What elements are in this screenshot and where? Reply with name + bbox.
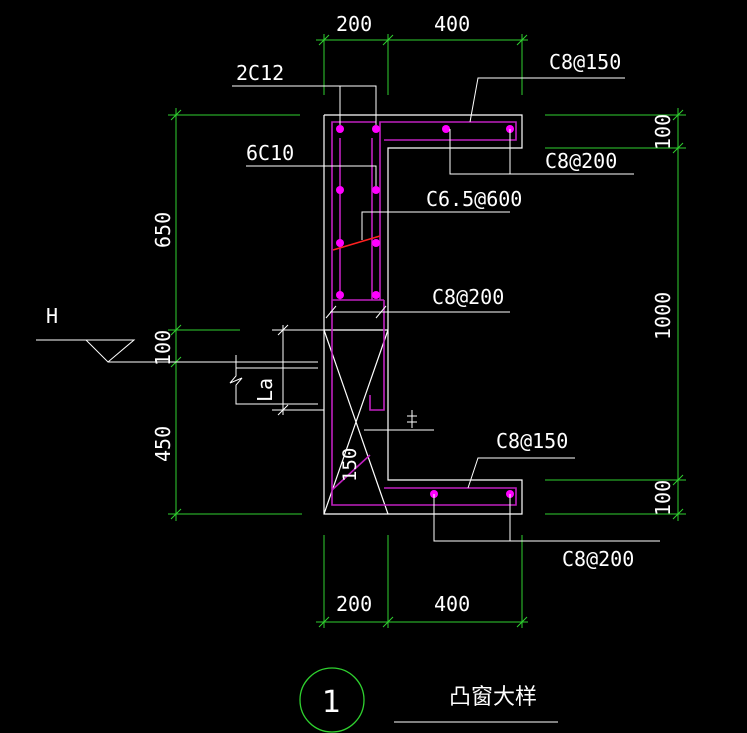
label-bot-c8-150: C8@150	[496, 429, 568, 453]
dim-left-mid: 100	[151, 330, 175, 366]
title-block: 1 凸窗大样	[299, 667, 558, 733]
rebar-lines	[331, 121, 517, 506]
dim-bottom-left: 200	[336, 592, 372, 616]
label-level-h: H	[46, 304, 58, 328]
label-c65-600: C6.5@600	[426, 187, 522, 211]
dim-right-bottom: 100	[651, 480, 675, 516]
leader-lines	[36, 77, 660, 542]
label-6c10: 6C10	[246, 141, 294, 165]
title-text: 凸窗大样	[449, 685, 537, 710]
dim-right-top: 100	[651, 114, 675, 150]
dim-bottom-right: 400	[434, 592, 470, 616]
title-number: 1	[322, 685, 341, 720]
label-mid-c8-200: C8@200	[432, 285, 504, 309]
rebar-labels: 2C12 6C10 C8@150 C8@200 C6.5@600 C8@200 …	[46, 50, 634, 571]
title-number-circle	[299, 667, 365, 733]
dim-la: La	[253, 378, 277, 402]
label-2c12: 2C12	[236, 61, 284, 85]
dim-top-right: 400	[434, 12, 470, 36]
dim-left-upper: 650	[151, 212, 175, 248]
dimension-lines	[168, 34, 686, 628]
dim-top-left: 200	[336, 12, 372, 36]
label-bot-c8-200: C8@200	[562, 547, 634, 571]
dimension-texts: 200 400 200 400 650 100 450 100 1000 100…	[151, 12, 675, 616]
concrete-outline	[323, 114, 523, 515]
dim-right-mid: 1000	[651, 292, 675, 340]
rebar-dots	[336, 125, 514, 498]
label-top-c8-200: C8@200	[545, 149, 617, 173]
tie-bar	[332, 235, 381, 251]
small-mark	[407, 410, 417, 428]
dim-inner-150: 150	[339, 448, 361, 482]
dim-left-lower: 450	[151, 426, 175, 462]
label-top-c8-150: C8@150	[549, 50, 621, 74]
